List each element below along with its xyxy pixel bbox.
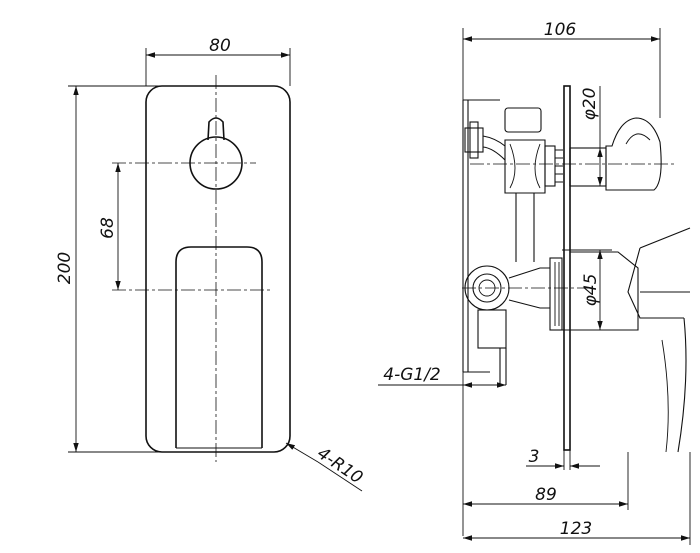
upper-port	[464, 107, 563, 194]
dim-4-r10: 4-R10	[313, 443, 366, 488]
dim-68: 68	[98, 217, 118, 239]
dim-4-g1-2: 4-G1/2	[383, 365, 440, 385]
front-view: 80 200 68 4-R10	[55, 36, 366, 492]
cover-plate	[145, 85, 291, 453]
dim-106: 106	[544, 20, 577, 40]
side-view: 106 φ20 φ45 4-G1/2 3 89 123	[378, 20, 691, 545]
leader-r10	[285, 442, 319, 463]
lever-handle	[175, 246, 263, 448]
lever-side	[570, 227, 691, 453]
dim-200: 200	[55, 252, 75, 284]
dim-phi20: φ20	[580, 88, 600, 121]
dim-phi45: φ45	[581, 274, 601, 307]
dim-123: 123	[560, 519, 592, 539]
dim-89: 89	[535, 485, 557, 505]
dim-3: 3	[529, 447, 540, 467]
wall-plate	[563, 85, 571, 451]
diverter-handle	[569, 117, 662, 191]
dim-80: 80	[209, 36, 231, 56]
lower-body	[464, 257, 563, 385]
